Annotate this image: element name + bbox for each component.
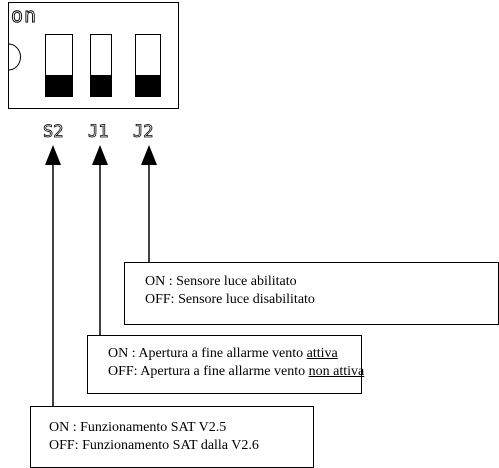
j2-off-text: OFF: Sensore luce disabilitato bbox=[145, 292, 315, 307]
s2-description-box: ON : Funzionamento SAT V2.5 OFF: Funzion… bbox=[30, 406, 314, 468]
switch-j2 bbox=[135, 34, 161, 97]
j1-on-text: ON : Apertura a fine allarme vento attiv… bbox=[108, 346, 338, 361]
switch-s2-lever bbox=[46, 75, 72, 96]
j2-on-text: ON : Sensore luce abilitato bbox=[145, 274, 297, 289]
switch-j1-lever bbox=[91, 75, 111, 96]
j1-off-text: OFF: Apertura a fine allarme vento non a… bbox=[108, 364, 365, 379]
j1-off-underlined: non attiva bbox=[308, 364, 365, 379]
s2-off-text: OFF: Funzionamento SAT dalla V2.6 bbox=[49, 438, 259, 453]
j1-description-box: ON : Apertura a fine allarme vento attiv… bbox=[87, 335, 365, 394]
on-label: on bbox=[11, 3, 37, 27]
switch-j2-lever bbox=[136, 75, 160, 96]
j2-description-box: ON : Sensore luce abilitato OFF: Sensore… bbox=[124, 262, 499, 325]
switch-label-j1: J1 bbox=[88, 122, 108, 142]
arrow-j2 bbox=[141, 145, 157, 263]
s2-on-text: ON : Funzionamento SAT V2.5 bbox=[49, 420, 227, 435]
switch-j1 bbox=[90, 34, 112, 97]
board-notch bbox=[8, 43, 21, 71]
switch-label-j2: J2 bbox=[133, 122, 153, 142]
arrow-j1 bbox=[92, 145, 108, 336]
arrow-s2 bbox=[45, 145, 61, 407]
j1-on-underlined: attiva bbox=[306, 346, 338, 361]
switch-label-s2: S2 bbox=[43, 122, 63, 142]
switch-s2 bbox=[45, 34, 73, 97]
